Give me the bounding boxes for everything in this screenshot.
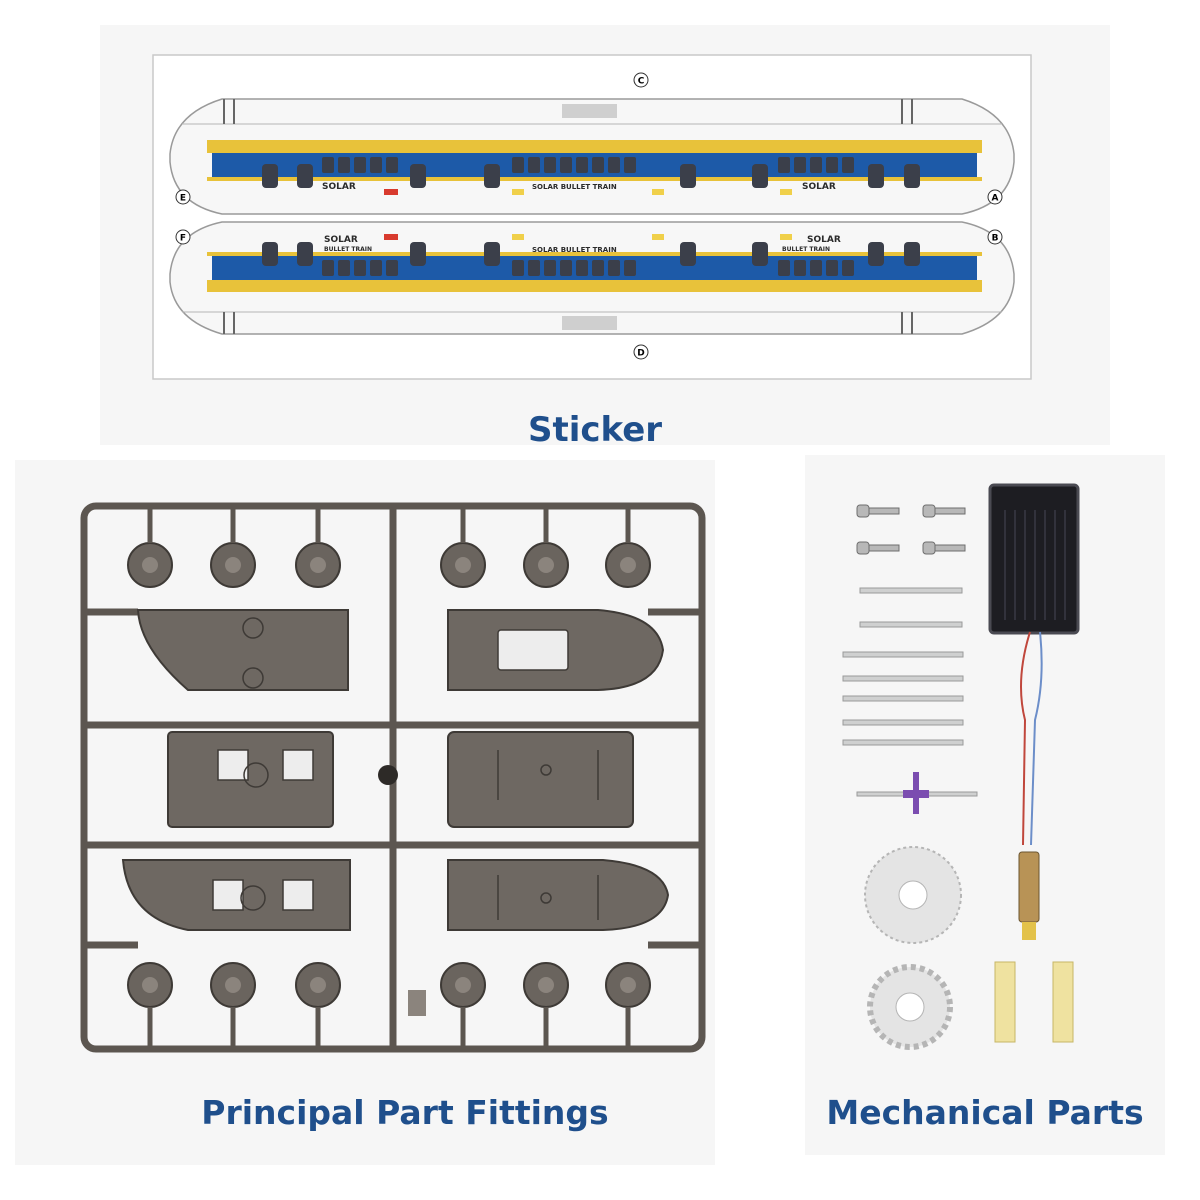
mechanical-background (805, 455, 1165, 1155)
solar-panel-icon (988, 483, 1080, 846)
gear-icon (864, 846, 962, 1050)
sticker-train-bottom: SOLAR BULLET TRAIN SOLAR BULLET TRAIN SO… (169, 221, 1015, 335)
sticker-bottom-full-text: SOLAR BULLET TRAIN (532, 246, 617, 254)
plastic-sprue-frame-icon (80, 502, 706, 1053)
sticker-top-model-text: SOLAR BULLET TRAIN (532, 183, 617, 191)
svg-text:C: C (638, 77, 645, 87)
marker-e: E (175, 189, 191, 205)
sticker-bottom-brand-text: SOLAR (324, 235, 358, 245)
sticker-sheet: SOLAR SOLAR BULLET TRAIN SOLAR SOLAR BUL… (152, 54, 1032, 380)
principal-caption: Principal Part Fittings (201, 1093, 609, 1132)
sticker-bottom-model-text: BULLET TRAIN (324, 246, 372, 253)
sticker-bottom-model-text-right: BULLET TRAIN (782, 246, 830, 253)
svg-text:B: B (992, 234, 999, 244)
mechanical-caption: Mechanical Parts (826, 1093, 1144, 1132)
marker-c: C (633, 72, 649, 88)
marker-d: D (633, 344, 649, 360)
svg-text:F: F (180, 234, 186, 244)
marker-b: B (987, 229, 1003, 245)
mechanical-parts-illustration (842, 483, 1080, 1050)
sticker-train-top: SOLAR SOLAR BULLET TRAIN SOLAR (169, 98, 1015, 215)
screw-icon (856, 504, 966, 555)
sticker-caption: Sticker (527, 410, 663, 450)
sticker-top-brand-text: SOLAR (322, 182, 356, 192)
marker-a: A (987, 189, 1003, 205)
sticker-top-brand-text-right: SOLAR (802, 182, 836, 192)
marker-f: F (175, 229, 191, 245)
svg-text:D: D (637, 349, 644, 359)
svg-text:A: A (992, 194, 999, 204)
sticker-bottom-brand-text-right: SOLAR (807, 235, 841, 245)
dc-motor-icon (1018, 851, 1040, 940)
svg-text:E: E (180, 194, 186, 204)
